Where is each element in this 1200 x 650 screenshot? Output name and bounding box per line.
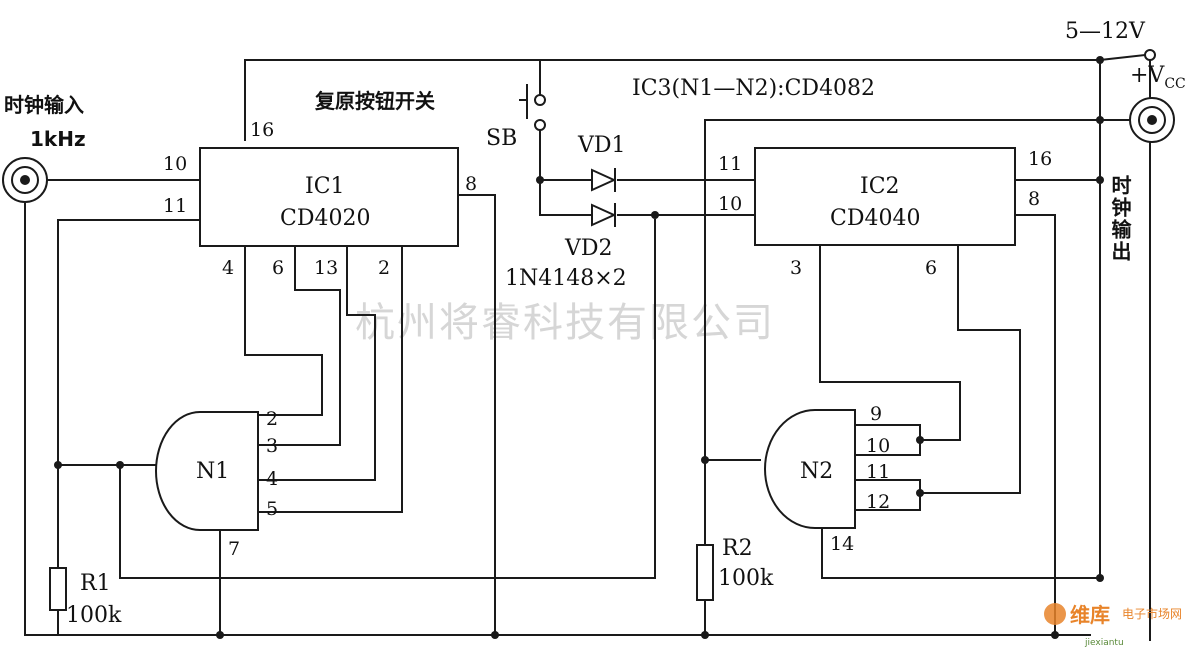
ic2-pin-3: 3 bbox=[790, 257, 802, 279]
and-gate-n2 bbox=[764, 409, 856, 529]
diode-vd2 bbox=[591, 203, 617, 227]
ic2-pin-8: 8 bbox=[1028, 188, 1040, 210]
clock-output-label: 时钟输出 bbox=[1108, 175, 1132, 263]
ic1-pin-4: 4 bbox=[222, 257, 234, 279]
n1-pin-2: 2 bbox=[266, 408, 278, 430]
r1-value: 100k bbox=[66, 603, 122, 628]
ic1-pin-6: 6 bbox=[272, 257, 284, 279]
n1-pin-5: 5 bbox=[266, 498, 278, 520]
ic1-name: IC1 bbox=[305, 174, 345, 199]
ic1-pin-8: 8 bbox=[465, 173, 477, 195]
resistor-r2 bbox=[696, 544, 714, 601]
diode-part-label: 1N4148×2 bbox=[505, 266, 627, 291]
n1-name: N1 bbox=[196, 459, 229, 484]
wires bbox=[24, 53, 1151, 641]
svg-text:电子市场网: 电子市场网 bbox=[1122, 606, 1182, 621]
r1-name: R1 bbox=[80, 571, 111, 596]
ic1-box bbox=[199, 147, 459, 247]
n2-pin-9: 9 bbox=[870, 403, 882, 425]
vd2-label: VD2 bbox=[564, 236, 613, 261]
ic1-pin-11: 11 bbox=[163, 195, 187, 217]
ic2-part: CD4040 bbox=[830, 206, 920, 231]
n2-pin-11: 11 bbox=[866, 461, 890, 483]
ic2-pin-11: 11 bbox=[718, 153, 742, 175]
clock-input-label: 时钟输入 bbox=[4, 93, 84, 117]
resistor-r1 bbox=[49, 567, 67, 611]
ic1-pin-13: 13 bbox=[314, 257, 338, 279]
clock-input-frequency: 1kHz bbox=[30, 127, 86, 151]
n2-pin-14: 14 bbox=[830, 533, 854, 555]
and-gate-n1 bbox=[155, 411, 259, 531]
n1-pin-4: 4 bbox=[266, 468, 278, 490]
clock-output-connector bbox=[1129, 97, 1175, 143]
diode-vd1 bbox=[591, 168, 617, 192]
ic1-pin-16: 16 bbox=[250, 119, 274, 141]
watermark: 杭州将睿科技有限公司 bbox=[355, 300, 775, 346]
reset-switch-label: 复原按钮开关 bbox=[314, 89, 435, 113]
n2-pin-10: 10 bbox=[866, 435, 890, 457]
ic2-name: IC2 bbox=[860, 174, 900, 199]
reset-switch-sb bbox=[534, 94, 546, 131]
ic1-pin-10: 10 bbox=[163, 153, 187, 175]
supply-voltage: 5—12V bbox=[1065, 19, 1146, 44]
sb-label: SB bbox=[486, 126, 517, 151]
ic2-pin-16: 16 bbox=[1028, 148, 1052, 170]
r2-value: 100k bbox=[718, 566, 774, 591]
vd1-label: VD1 bbox=[577, 133, 626, 158]
vcc-terminal bbox=[1144, 49, 1156, 61]
junction-dots bbox=[54, 56, 1104, 639]
clock-input-connector bbox=[2, 157, 48, 203]
n2-name: N2 bbox=[800, 459, 833, 484]
n2-pin-12: 12 bbox=[866, 491, 890, 513]
n1-pin-7: 7 bbox=[228, 538, 240, 560]
vcc-label: +VCC bbox=[1130, 63, 1186, 92]
ic2-pin-10: 10 bbox=[718, 193, 742, 215]
svg-text:jiexiantu: jiexiantu bbox=[1084, 638, 1124, 648]
ic1-pin-2: 2 bbox=[378, 257, 390, 279]
svg-text:维库: 维库 bbox=[1070, 603, 1110, 627]
ic2-box bbox=[754, 147, 1016, 246]
r2-name: R2 bbox=[722, 536, 753, 561]
site-logo: 维库 电子市场网 jiexiantu bbox=[1044, 603, 1182, 648]
ic2-pin-6: 6 bbox=[925, 257, 937, 279]
ic3-note: IC3(N1—N2):CD4082 bbox=[632, 76, 875, 101]
n1-pin-3: 3 bbox=[266, 435, 278, 457]
ic1-part: CD4020 bbox=[280, 206, 370, 231]
